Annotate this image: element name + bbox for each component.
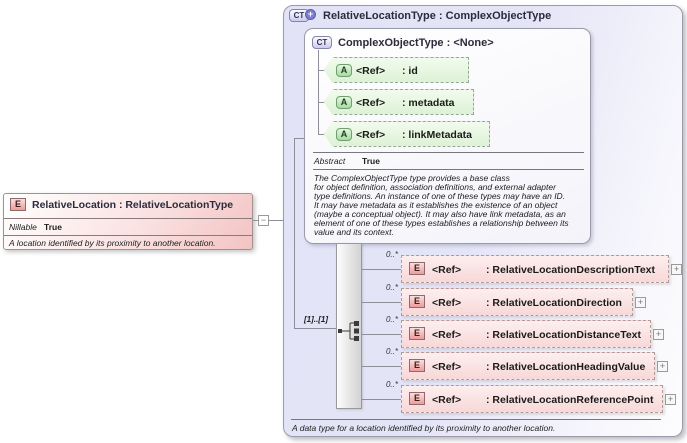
connector-line	[318, 50, 319, 134]
complextype-node-relativelocationtype[interactable]: CT + RelativeLocationType : ComplexObjec…	[283, 5, 683, 437]
element-node-title: RelativeLocation : RelativeLocationType	[32, 199, 234, 211]
element-ref-relativelocationreferencepoint[interactable]: E <Ref> : RelativeLocationReferencePoint	[401, 385, 663, 413]
element-ref-relativelocationdescriptiontext[interactable]: E <Ref> : RelativeLocationDescriptionTex…	[401, 255, 669, 283]
divider-line	[4, 235, 252, 236]
cardinality-label: 0..*	[385, 315, 398, 324]
expand-toggle-icon[interactable]: +	[635, 297, 646, 308]
attribute-ref-label: <Ref>	[356, 97, 386, 109]
element-icon: E	[409, 295, 425, 308]
nillable-value: True	[44, 222, 62, 232]
cardinality-label: 0..*	[385, 250, 398, 259]
attribute-name: : metadata	[402, 97, 455, 109]
element-ref-label: <Ref>	[432, 329, 462, 341]
expand-toggle-icon[interactable]: +	[665, 394, 676, 405]
divider-line	[4, 218, 252, 219]
element-name: : RelativeLocationHeadingValue	[486, 361, 646, 373]
expand-toggle-icon[interactable]: +	[671, 264, 682, 275]
connector-line	[318, 70, 324, 71]
connector-line	[362, 366, 401, 367]
type-annotation: A data type for a location identified by…	[292, 423, 556, 433]
connector-line	[362, 334, 401, 335]
element-name: : RelativeLocationReferencePoint	[486, 394, 654, 406]
attribute-icon: A	[336, 64, 352, 77]
attribute-ref-label: <Ref>	[356, 65, 386, 77]
cardinality-label: 0..*	[385, 347, 398, 356]
element-icon: E	[10, 198, 26, 211]
connector-line	[294, 138, 304, 139]
abstract-value: True	[362, 156, 380, 166]
attribute-ref-linkmetadata[interactable]: A <Ref> : linkMetadata	[324, 121, 490, 147]
divider-line	[291, 419, 661, 420]
element-icon: E	[409, 392, 425, 405]
expand-toggle-icon[interactable]: +	[653, 329, 664, 340]
sequence-icon	[338, 321, 359, 341]
element-name: : RelativeLocationDistanceText	[486, 329, 642, 341]
sequence-cardinality: [1]..[1]	[304, 315, 328, 324]
element-annotation: A location identified by its proximity t…	[9, 238, 216, 248]
connector-line	[253, 220, 258, 221]
element-icon: E	[409, 327, 425, 340]
connector-line	[294, 328, 336, 329]
collapse-toggle-icon[interactable]: −	[258, 215, 269, 226]
basetype-documentation: The ComplexObjectType type provides a ba…	[314, 173, 569, 237]
attribute-icon: A	[336, 96, 352, 109]
element-name: : RelativeLocationDirection	[486, 297, 622, 309]
complextype-plus-badge-icon: +	[305, 9, 316, 20]
element-ref-relativelocationheadingvalue[interactable]: E <Ref> : RelativeLocationHeadingValue	[401, 352, 655, 380]
basetype-title: ComplexObjectType : <None>	[338, 37, 494, 49]
expand-toggle-icon[interactable]: +	[657, 361, 668, 372]
element-ref-relativelocationdirection[interactable]: E <Ref> : RelativeLocationDirection	[401, 288, 633, 316]
element-node-relativelocation[interactable]: E RelativeLocation : RelativeLocationTyp…	[3, 193, 253, 250]
element-name: : RelativeLocationDescriptionText	[486, 264, 656, 276]
attribute-ref-id[interactable]: A <Ref> : id	[324, 57, 469, 83]
basetype-node-complexobjecttype[interactable]: CT ComplexObjectType : <None> A <Ref> : …	[304, 28, 591, 244]
abstract-label: Abstract	[314, 156, 346, 166]
element-icon: E	[409, 262, 425, 275]
complextype-title: RelativeLocationType : ComplexObjectType	[323, 10, 552, 22]
cardinality-label: 0..*	[385, 283, 398, 292]
element-ref-label: <Ref>	[432, 394, 462, 406]
connector-line	[362, 399, 401, 400]
connector-line	[362, 269, 401, 270]
element-ref-label: <Ref>	[432, 297, 462, 309]
attribute-ref-label: <Ref>	[356, 129, 386, 141]
divider-line	[313, 152, 584, 153]
element-ref-relativelocationdistancetext[interactable]: E <Ref> : RelativeLocationDistanceText	[401, 320, 651, 348]
cardinality-label: 0..*	[385, 380, 398, 389]
divider-line	[313, 169, 584, 170]
attribute-name: : linkMetadata	[402, 129, 473, 141]
connector-line	[269, 220, 283, 221]
element-ref-label: <Ref>	[432, 264, 462, 276]
connector-line	[362, 302, 401, 303]
attribute-ref-metadata[interactable]: A <Ref> : metadata	[324, 89, 474, 115]
connector-line	[318, 102, 324, 103]
attribute-icon: A	[336, 128, 352, 141]
element-ref-label: <Ref>	[432, 361, 462, 373]
element-icon: E	[409, 359, 425, 372]
complextype-icon: CT	[312, 36, 332, 49]
connector-line	[294, 138, 295, 328]
connector-line	[318, 134, 324, 135]
nillable-label: Nillable	[9, 222, 37, 232]
attribute-name: : id	[402, 65, 418, 77]
